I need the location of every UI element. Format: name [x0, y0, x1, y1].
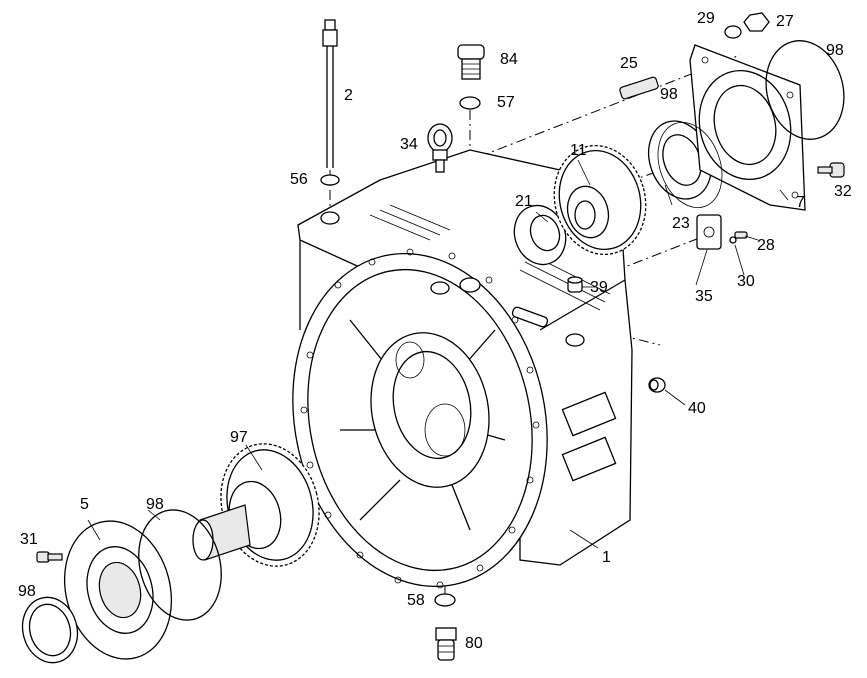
callout-30: 30	[737, 273, 755, 290]
callout-84: 84	[500, 51, 518, 68]
seal-ring-part-58	[434, 593, 456, 607]
plug-part-39	[567, 276, 583, 293]
callout-97: 97	[230, 429, 248, 446]
callout-2: 2	[344, 87, 353, 104]
callout-5: 5	[80, 496, 89, 513]
screw-part-32	[817, 162, 845, 178]
gear-part-11	[553, 144, 647, 256]
callout-56: 56	[290, 171, 308, 188]
callout-7: 7	[796, 194, 805, 211]
callout-29: 29	[697, 10, 715, 27]
callout-58: 58	[407, 592, 425, 609]
callout-40: 40	[688, 400, 706, 417]
cover-part-7	[689, 44, 806, 211]
o-ring-part-98-flange	[138, 509, 222, 621]
seal-ring-part-56	[320, 174, 340, 186]
shim-block-part-35	[696, 214, 722, 250]
callout-98-bearing: 98	[660, 86, 678, 103]
callout-25: 25	[620, 55, 638, 72]
screw-part-28	[734, 231, 748, 239]
washer-part-57	[459, 96, 481, 110]
callout-32: 32	[834, 183, 852, 200]
callout-57: 57	[497, 94, 515, 111]
drain-plug-part-80	[435, 627, 457, 661]
gear-shaft-part-97	[192, 443, 320, 567]
callout-11: 11	[570, 142, 587, 159]
callout-98-flange: 98	[146, 496, 164, 513]
stud-part-25	[619, 76, 659, 100]
callout-28: 28	[757, 237, 775, 254]
washer-part-29	[724, 25, 742, 39]
breather-part-84	[457, 44, 485, 80]
callout-35: 35	[695, 288, 713, 305]
callout-34: 34	[400, 136, 418, 153]
seal-part-98-small	[21, 596, 79, 664]
bearing-part-21	[513, 204, 567, 266]
callout-23: 23	[672, 215, 690, 232]
leader-lines	[87, 159, 789, 549]
callout-39: 39	[590, 279, 608, 296]
o-ring-part-98-bearing	[657, 121, 723, 209]
eye-bolt-part-34	[427, 123, 453, 173]
callout-1: 1	[602, 549, 611, 566]
bearing-part-23	[648, 120, 712, 200]
callout-27: 27	[776, 13, 794, 30]
nut-part-27	[743, 12, 770, 32]
callout-21: 21	[515, 193, 533, 210]
dipstick-part-2	[322, 19, 338, 168]
flange-cover-part-5	[63, 520, 173, 660]
o-ring-part-98-cover	[765, 40, 845, 140]
callout-98-seal: 98	[18, 583, 36, 600]
callout-31: 31	[20, 531, 38, 548]
screw-part-31	[36, 551, 63, 563]
callout-80: 80	[465, 635, 483, 652]
plug-part-40	[648, 377, 666, 393]
washer-part-30	[729, 236, 737, 244]
callout-98-cover: 98	[826, 42, 844, 59]
